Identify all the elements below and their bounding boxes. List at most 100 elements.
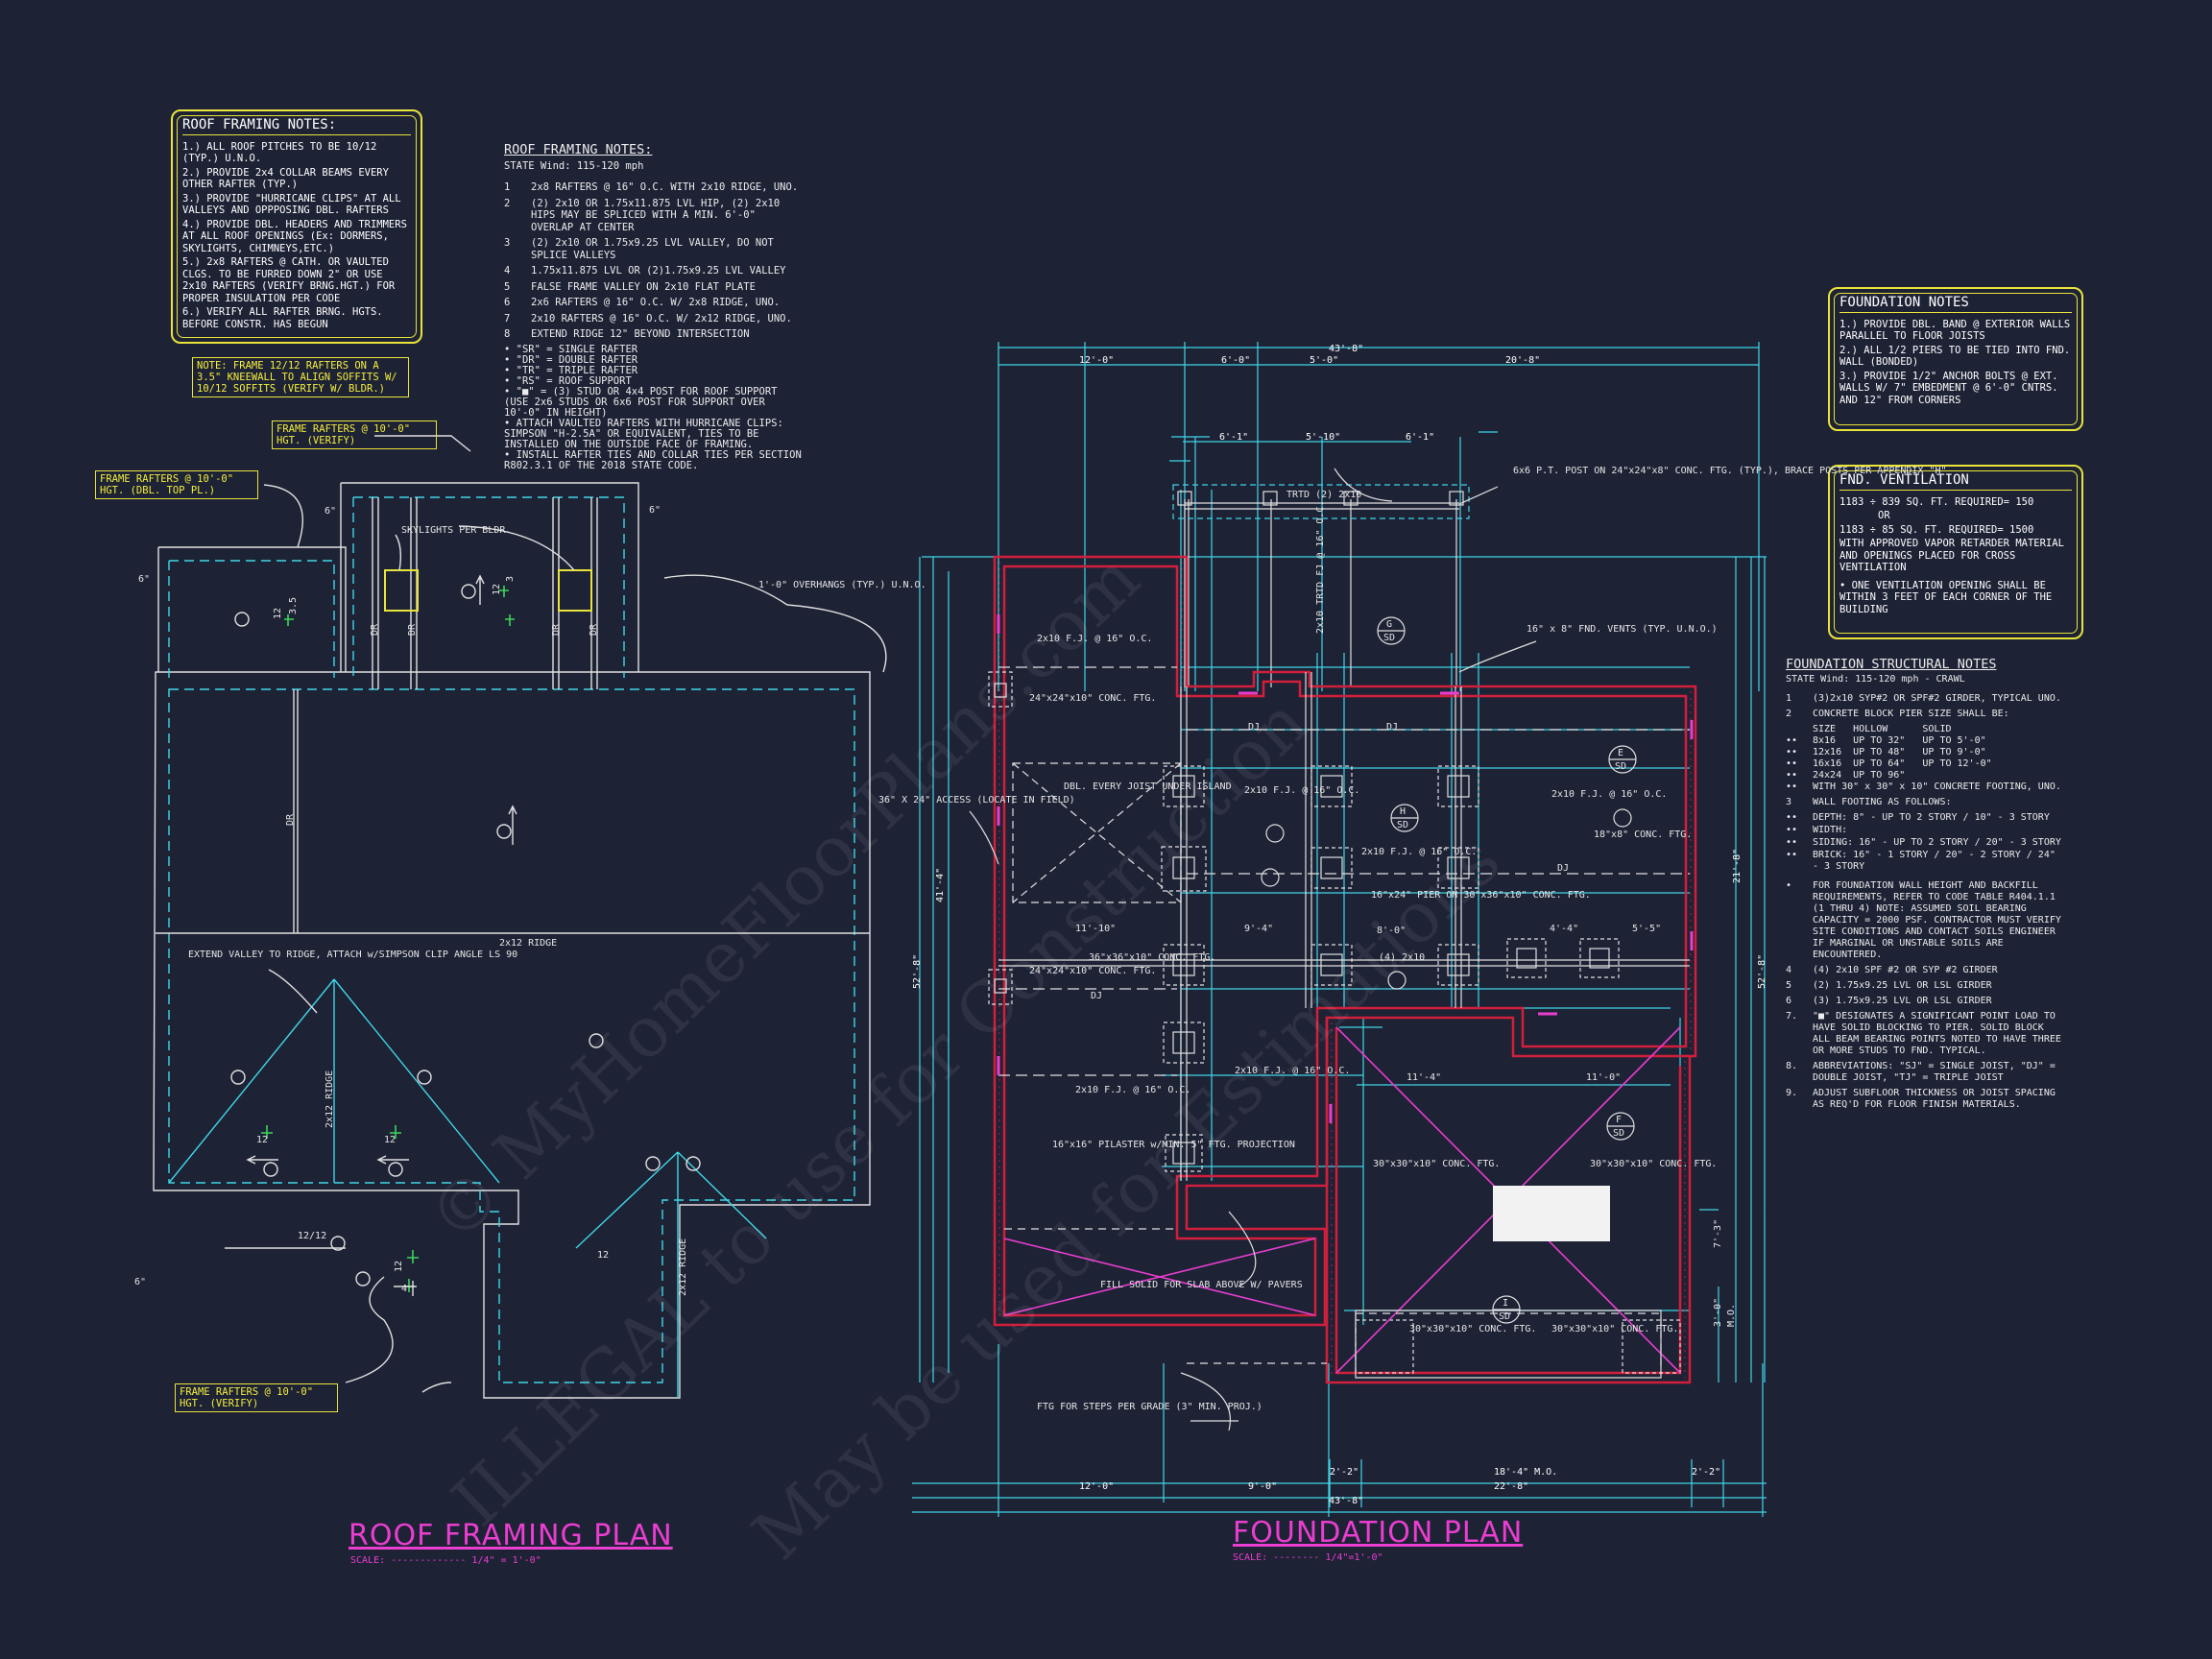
roof-eave-upper-mid — [352, 496, 625, 678]
dim-11-4: 11'-4" — [1407, 1072, 1441, 1083]
dim-6-right: 6" — [649, 505, 661, 516]
pilaster-label: 16"x16" PILASTER w/MIN. 5" FTG. PROJECTI… — [1052, 1140, 1295, 1150]
roof-note-row: 6 2x6 RAFTERS @ 16" O.C. W/ 2x8 RIDGE, UN… — [504, 297, 802, 309]
pitch-12-label: 12 — [273, 608, 283, 619]
dim-bottom2-2: 2'-2" — [1692, 1467, 1720, 1478]
roof-note-num: 1 — [504, 181, 511, 193]
section-tag-g: G — [1386, 619, 1392, 630]
steps-label: FTG FOR STEPS PER GRADE (3" MIN. PROJ.) — [1037, 1402, 1262, 1412]
roof-note-row: 7 2x10 RAFTERS @ 16" O.C. W/ 2x12 RIDGE, … — [504, 313, 802, 325]
ftg-24-label: 24"x24"x10" CONC. FTG. — [1029, 693, 1156, 704]
roof-note-row: 3(2) 2x10 OR 1.75x9.25 LVL VALLEY, DO NO… — [504, 237, 802, 261]
roof-note-text: (2) 2x10 OR 1.75x11.875 LVL HIP, (2) 2x1… — [531, 197, 781, 233]
dim-top2-2: 6'-1" — [1406, 432, 1434, 443]
fnd-magenta-marks — [997, 614, 1694, 1123]
fnd-vents-label: 16" x 8" FND. VENTS (TYP. U.N.O.) — [1527, 624, 1718, 635]
fj-label-1: 2x10 F.J. @ 16" O.C. — [1244, 785, 1359, 796]
pitch-12e-label: 12 — [394, 1261, 404, 1272]
section-sub-g: SD — [1383, 633, 1395, 643]
dim-top-1: 6'-0" — [1221, 355, 1250, 366]
fnd-note-row: ••8x16 UP TO 32" UP TO 5'-0" — [1786, 735, 1986, 746]
roof-note-num: 6 — [504, 297, 511, 308]
roof-note-text: EXTEND RIDGE 12" BEYOND INTERSECTION — [531, 328, 750, 340]
fj-label-2: 2x10 F.J. @ 16" O.C. — [1551, 789, 1667, 800]
roof-note-text: 2x10 RAFTERS @ 16" O.C. W/ 2x12 RIDGE, U… — [531, 312, 792, 325]
fnd-note-row: 5(2) 1.75x9.25 LVL OR LSL GIRDER — [1786, 980, 1992, 991]
dj-label-4: DJ — [1091, 991, 1102, 1001]
roof-framing-plan-scale: SCALE: ------------- 1/4" = 1'-0" — [350, 1555, 541, 1566]
roof-leaders — [225, 435, 887, 1393]
fnd-pier-ftgs — [988, 671, 1681, 1374]
frame-rafters-note-top: FRAME RAFTERS @ 10'-0" HGT. (VERIFY) — [272, 421, 437, 449]
fnd-note-row: ••12x16 UP TO 48" UP TO 9'-0" — [1786, 747, 1986, 757]
foundation-plan-scale: SCALE: -------- 1/4"=1'-0" — [1233, 1552, 1383, 1563]
dim-bottom2-0: 2'-2" — [1330, 1467, 1358, 1478]
roof-hip-left — [168, 978, 500, 1184]
dim-top-0: 12'-0" — [1079, 355, 1114, 366]
fnd-note-row: ••16x16 UP TO 64" UP TO 12'-0" — [1786, 758, 1992, 769]
pitch-3-label: 3 — [505, 576, 516, 582]
trtd-label: TRTD (2) 2x10 — [1286, 490, 1361, 500]
pitch-12d-label: 12 — [384, 1135, 396, 1145]
dim-overall-left: 52'-8" — [912, 954, 923, 989]
post-note: 6x6 P.T. POST ON 24"x24"x8" CONC. FTG. (… — [1513, 466, 1947, 476]
fnd-piers — [994, 683, 1610, 1165]
pitch-4-label: 4 — [401, 1284, 407, 1294]
roof-eave-upper-left — [168, 560, 335, 678]
roof-note-item: 3.) PROVIDE "HURRICANE CLIPS" AT ALL VAL… — [182, 192, 401, 217]
pitch-12c-label: 12 — [256, 1135, 268, 1145]
roof-note-num: 2 — [504, 197, 511, 209]
roof-arrows — [246, 574, 517, 1296]
fnd-ventilation-list: 1183 ÷ 839 SQ. FT. REQUIRED= 150 OR 1183… — [1839, 496, 2072, 616]
dim-11-0: 11'-0" — [1586, 1072, 1621, 1083]
dj-label-2: DJ — [1386, 722, 1398, 733]
ftg-30a-label: 30"x30"x10" CONC. FTG. — [1373, 1159, 1500, 1169]
roof-outline — [153, 671, 871, 1399]
fj-label-3: 2x10 F.J. @ 16" O.C. — [1361, 847, 1477, 857]
fnd-ventilation-box: FND. VENTILATION 1183 ÷ 839 SQ. FT. REQU… — [1828, 465, 2083, 639]
dim-6-left: 6" — [138, 574, 150, 585]
fnd-ventilation-title: FND. VENTILATION — [1839, 473, 2072, 491]
dim-top-3: 20'-8" — [1505, 355, 1540, 366]
dim-6-bottom: 6" — [134, 1277, 146, 1287]
fnd-vent-item: • ONE VENTILATION OPENING SHALL BE WITHI… — [1839, 579, 2053, 615]
dim-top2-0: 6'-1" — [1219, 432, 1248, 443]
roof-note-num: 5 — [504, 280, 511, 293]
pitch-1212-label: 12/12 — [298, 1231, 326, 1241]
fnd-vent-item: 1183 ÷ 85 SQ. FT. REQUIRED= 1500 — [1839, 523, 2034, 536]
ftg-30b-label: 30"x30"x10" CONC. FTG. — [1590, 1159, 1717, 1169]
fnd-note-row: 4(4) 2x10 SPF #2 OR SYP #2 GIRDER — [1786, 965, 1998, 975]
fnd-note-row: ••BRICK: 16" - 1 STORY / 20" - 2 STORY /… — [1786, 850, 2056, 872]
foundation-plan-labels: 43'-8" 12'-0" 6'-0" 5'-0" 20'-8" 6'-1" 5… — [878, 344, 1947, 1506]
roof-bullet: • "TR" = TRIPLE RAFTER — [504, 364, 638, 376]
extend-valley-label: EXTEND VALLEY TO RIDGE, ATTACH w/SIMPSON… — [188, 950, 517, 960]
fnd-structural-state: STATE Wind: 115-120 mph - CRAWL — [1786, 674, 1965, 685]
section-tag-h: H — [1400, 806, 1406, 817]
roof-note-text: 2x6 RAFTERS @ 16" O.C. W/ 2x8 RIDGE, UNO… — [531, 297, 781, 308]
roof-bullet: • INSTALL RAFTER TIES AND COLLAR TIES PE… — [504, 448, 802, 471]
dim-9-4: 9'-4" — [1244, 924, 1273, 934]
dim-right: 52'-8" — [1757, 954, 1767, 989]
ftg-24b-label: 24"x24"x10" CONC. FTG. — [1029, 966, 1156, 976]
ftg-36-label: 36"x36"x10" CONC. FTG. — [1089, 952, 1215, 963]
dim-top-2: 5'-0" — [1310, 355, 1338, 366]
roof-bullet: • "SR" = SINGLE RAFTER — [504, 343, 638, 355]
roof-note-item: 1.) ALL ROOF PITCHES TO BE 10/12 (TYP.) … — [182, 140, 377, 165]
roof-note-text: (2) 2x10 OR 1.75x9.25 LVL VALLEY, DO NOT… — [531, 237, 774, 261]
roof-framing-notes-list: ROOF FRAMING NOTES: STATE Wind: 115-120 … — [504, 144, 802, 471]
foundation-plan-title: FOUNDATION PLAN — [1233, 1516, 1524, 1550]
fnd-section-tags — [1261, 616, 1637, 1324]
foundation-note-item: 1.) PROVIDE DBL. BAND @ EXTERIOR WALLS P… — [1839, 318, 2071, 343]
roof-note-num: 7 — [504, 312, 511, 325]
dim-bottom-1: 9'-0" — [1248, 1481, 1277, 1492]
roof-note-item: 4.) PROVIDE DBL. HEADERS AND TRIMMERS AT… — [182, 218, 407, 254]
fnd-island-x — [1012, 762, 1182, 903]
roof-note-text: 1.75x11.875 LVL OR (2)1.75x9.25 LVL VALL… — [531, 265, 786, 276]
dim-8-0: 8'-0" — [1377, 926, 1406, 936]
foundation-notes-title: FOUNDATION NOTES — [1839, 296, 2072, 313]
trtd-v-label: 2x10 TRTD FJ @ 16" O.C. — [1315, 501, 1326, 634]
section-sub-h: SD — [1397, 820, 1408, 830]
frame-rafters-note-bottom: FRAME RAFTERS @ 10'-0" HGT. (VERIFY) — [175, 1383, 338, 1412]
foundation-structural-notes: FOUNDATION STRUCTURAL NOTES STATE Wind: … — [1786, 658, 2064, 1115]
